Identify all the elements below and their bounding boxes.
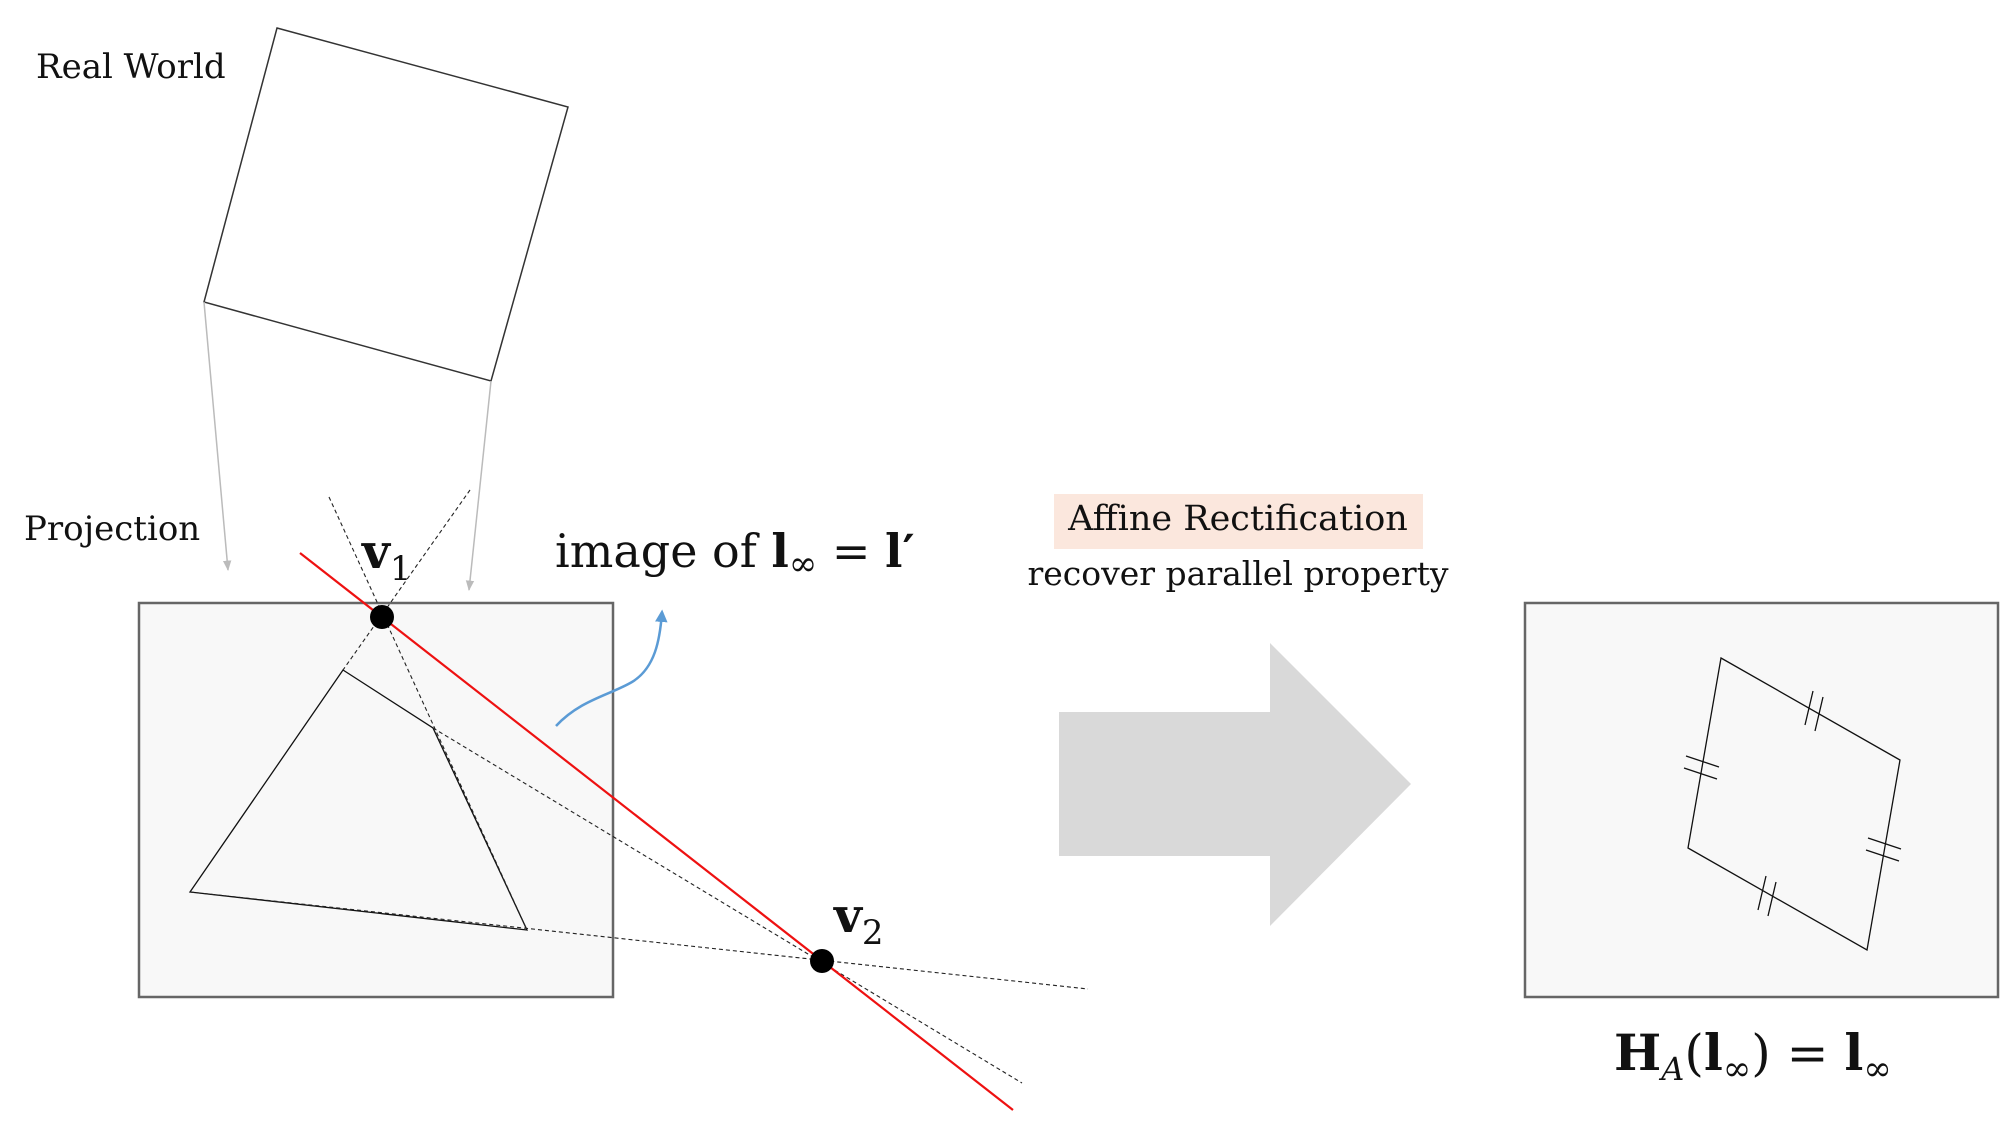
vanishing-point-v1 bbox=[370, 605, 394, 629]
homography-equation-label: HA(l∞) = l∞ bbox=[1614, 1023, 1892, 1089]
projection-arrow-left bbox=[203, 301, 232, 572]
affine-rectification-label: Affine Rectification bbox=[1067, 499, 1408, 539]
image-of-line-at-infinity-label: image of l∞ = l′ bbox=[555, 524, 915, 584]
real-world-square bbox=[203, 27, 569, 382]
v1-label: v1 bbox=[361, 524, 412, 589]
parallel-tick-marks bbox=[1683, 690, 1902, 917]
extension-line-3 bbox=[432, 727, 1023, 1084]
rectified-image-panel bbox=[1523, 601, 2000, 999]
extension-line-1 bbox=[328, 496, 528, 931]
projected-image-panel bbox=[137, 601, 615, 999]
vanishing-line bbox=[299, 552, 1014, 1111]
real-world-label: Real World bbox=[36, 47, 226, 87]
extension-line-2 bbox=[342, 489, 471, 671]
vanishing-point-v2 bbox=[810, 949, 834, 973]
big-rectification-arrow bbox=[1059, 643, 1411, 926]
affine-rectification-highlight bbox=[1054, 494, 1423, 549]
recover-parallel-label: recover parallel property bbox=[1027, 554, 1448, 593]
callout-arrow bbox=[555, 609, 668, 727]
rectified-parallelogram bbox=[1687, 656, 1901, 952]
v2-label: v2 bbox=[833, 888, 884, 953]
extension-line-4 bbox=[189, 891, 1089, 990]
projection-label: Projection bbox=[24, 509, 200, 549]
projection-arrow-right bbox=[465, 380, 492, 592]
